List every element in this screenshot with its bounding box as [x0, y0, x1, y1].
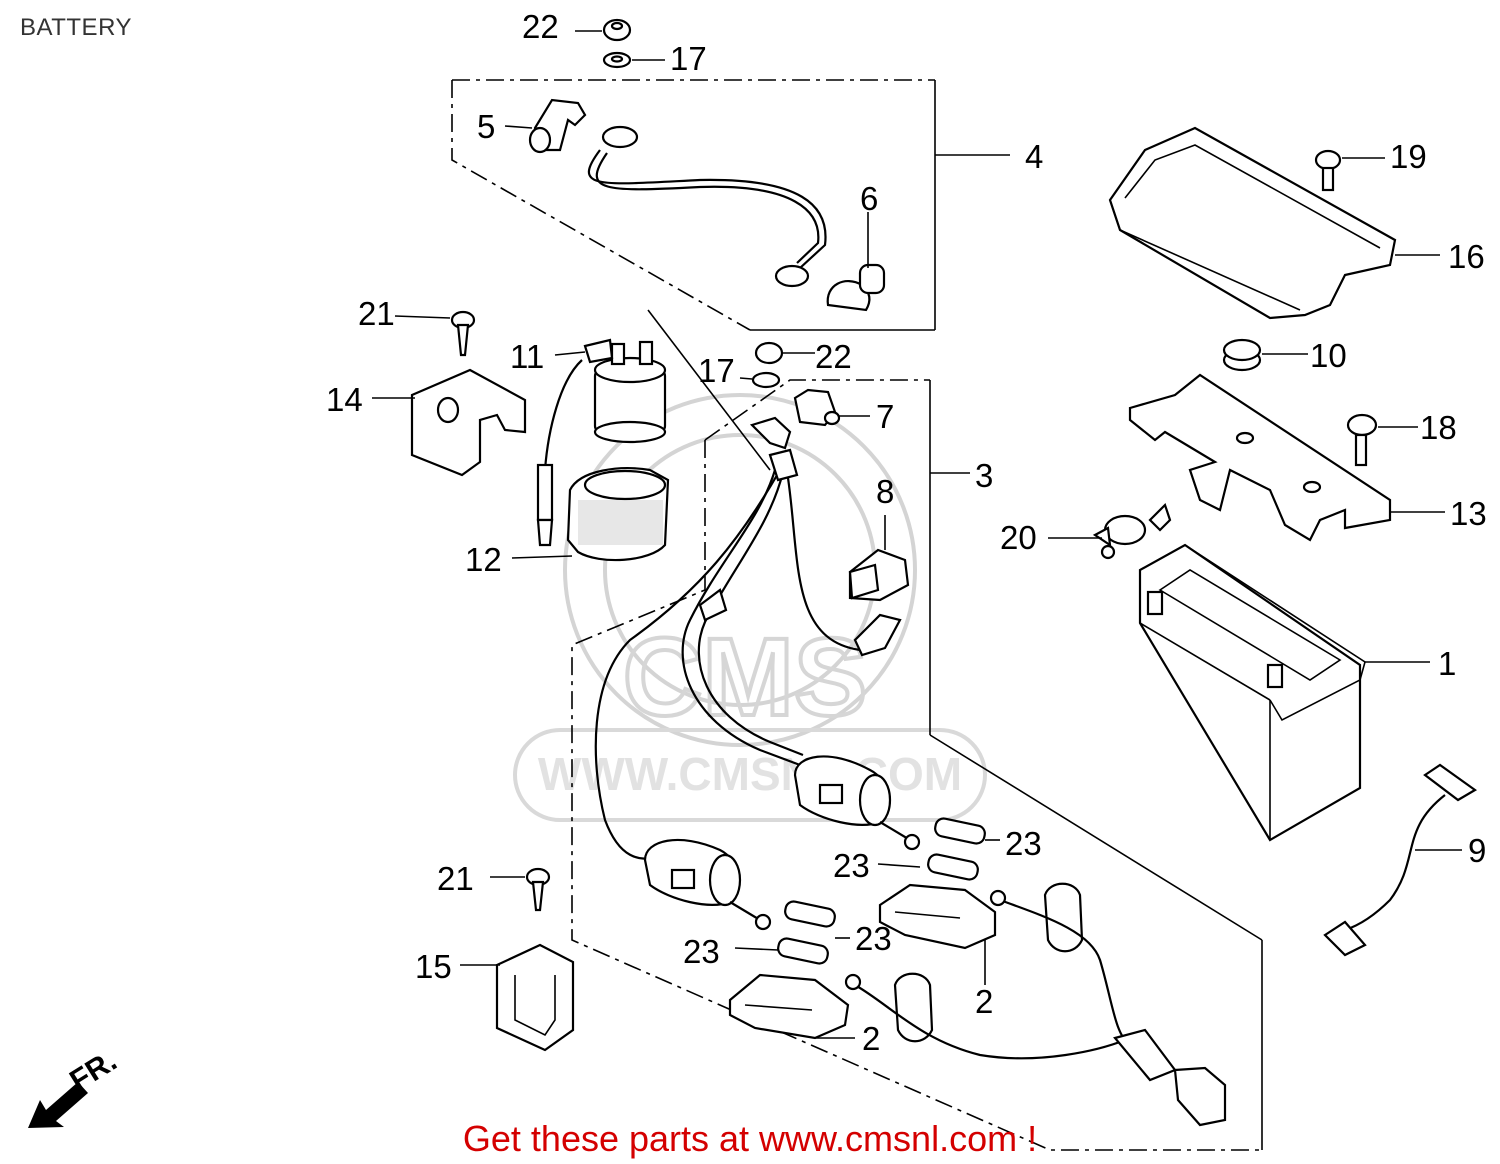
part-17-washer-top	[602, 51, 632, 69]
callout-5: 5	[477, 108, 495, 145]
front-direction-marker: FR.	[28, 1044, 123, 1128]
part-6-terminal-cap	[826, 263, 886, 312]
part-3-main-harness	[594, 416, 1227, 1127]
part-21-screw-upper	[450, 310, 476, 357]
part-7-terminal-cap	[793, 388, 841, 427]
part-14-bracket	[410, 368, 527, 477]
part-18-bolt	[1346, 413, 1378, 467]
part-19-bolt	[1314, 149, 1342, 192]
part-17-washer-middle	[751, 371, 781, 389]
callout-22-middle: 22	[815, 338, 852, 375]
callout-23-c: 23	[855, 920, 892, 957]
callout-labels: 1 2 2 3 4 5 6 7 8 9 10 11 12 13 14 15 16…	[326, 8, 1487, 1057]
leader-lines	[372, 30, 1462, 1039]
callout-22-top: 22	[522, 8, 559, 45]
callout-17-top: 17	[670, 40, 707, 77]
part-10-grommet	[1222, 338, 1262, 372]
group-4-outline	[451, 79, 936, 331]
part-5-terminal-cover	[528, 98, 587, 154]
part-15-clip	[495, 943, 575, 1052]
callout-21-upper: 21	[358, 295, 395, 332]
front-arrow-icon	[28, 1082, 88, 1128]
callout-12: 12	[465, 541, 502, 578]
part-16-battery-cover	[1108, 126, 1397, 320]
part-1-battery	[1138, 543, 1366, 842]
callout-13: 13	[1450, 495, 1487, 532]
callout-14: 14	[326, 381, 363, 418]
watermark: CMS WWW.CMSNL.COM	[513, 393, 987, 822]
callout-18: 18	[1420, 409, 1457, 446]
part-21-screw-lower	[525, 867, 551, 912]
callout-2-upper: 2	[975, 983, 993, 1020]
page-title: BATTERY	[20, 14, 132, 41]
callout-11: 11	[510, 338, 544, 375]
part-13-battery-holder	[1128, 373, 1392, 542]
callout-4: 4	[1025, 138, 1043, 175]
callout-23-a: 23	[1005, 825, 1042, 862]
part-8-terminal-cover	[848, 548, 910, 657]
callout-3: 3	[975, 457, 993, 494]
callout-19: 19	[1390, 138, 1427, 175]
part-22-nut-middle	[754, 341, 784, 365]
callout-7: 7	[876, 398, 894, 435]
callout-6: 6	[860, 180, 878, 217]
part-23-fuses	[777, 817, 986, 965]
callout-23-d: 23	[683, 933, 720, 970]
watermark-url: WWW.CMSNL.COM	[538, 748, 962, 800]
footer-link-text[interactable]: Get these parts at www.cmsnl.com !	[462, 1118, 1038, 1159]
part-12-relay-boot	[566, 467, 670, 562]
part-4-battery-cable	[587, 125, 827, 288]
watermark-brand: CMS	[623, 616, 867, 739]
callout-23-b: 23	[833, 847, 870, 884]
part-9-cable	[1323, 763, 1478, 957]
callout-15: 15	[415, 948, 452, 985]
callout-10: 10	[1310, 337, 1347, 374]
part-11-starter-relay	[536, 309, 771, 547]
part-22-nut-top	[602, 18, 632, 42]
callout-16: 16	[1448, 238, 1485, 275]
callout-20: 20	[1000, 519, 1037, 556]
part-20-clamp	[1092, 502, 1172, 560]
callout-2-lower: 2	[862, 1020, 880, 1057]
group-3-outline	[571, 379, 1263, 1151]
callout-8: 8	[876, 473, 894, 510]
callout-21-lower: 21	[437, 860, 474, 897]
callout-1: 1	[1438, 645, 1456, 682]
callout-9: 9	[1468, 832, 1486, 869]
callout-17-middle: 17	[698, 352, 735, 389]
